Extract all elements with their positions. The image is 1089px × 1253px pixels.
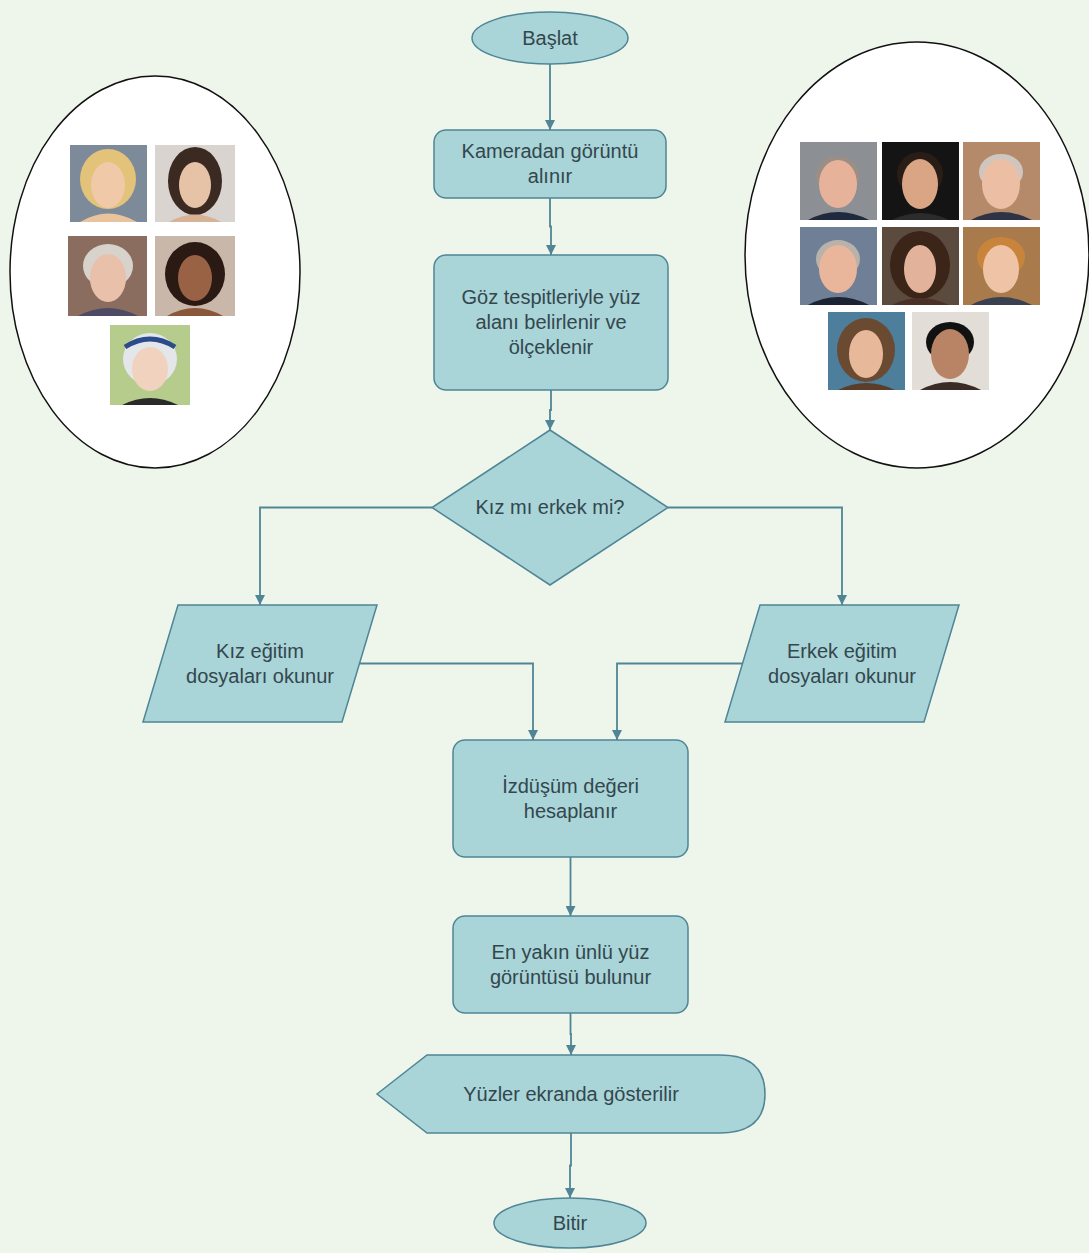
node-text-group: İzdüşüm değeri hesaplanır [471,774,670,824]
face-photo [882,227,959,305]
face-photo [800,142,877,220]
terminal-ellipse: Bitir [494,1198,646,1248]
node-outline [453,740,688,857]
face-photo [963,142,1040,220]
flow-arrow [570,1133,571,1198]
face-photo [70,145,147,222]
face-photo [800,227,877,305]
flow-arrow [360,664,533,741]
node-label: Başlat [486,26,614,51]
flow-arrow [570,857,572,916]
node-label: Göz tespitleriyle yüz alanı belirlenir v… [444,285,658,360]
node-shape [725,605,959,722]
flow-arrow [260,508,432,606]
node-text-group: Göz tespitleriyle yüz alanı belirlenir v… [444,285,658,360]
process-box: En yakın ünlü yüz görüntüsü bulunur [453,916,688,1013]
face-photo [110,325,190,405]
node-outline [472,12,628,64]
node-shape [143,605,377,722]
process-box: İzdüşüm değeri hesaplanır [453,740,688,857]
flow-arrow [549,64,551,130]
process-box: Göz tespitleriyle yüz alanı belirlenir v… [434,255,668,390]
data-parallelogram: Kız eğitim dosyaları okunur [143,605,377,722]
node-outline [377,1055,765,1133]
node-label: Yüzler ekranda gösterilir [427,1082,715,1107]
flow-arrow [617,664,742,741]
node-text-group: En yakın ünlü yüz görüntüsü bulunur [471,940,670,990]
node-label: Bitir [508,1211,632,1236]
node-label: Kameradan görüntü alınır [448,139,652,189]
face-photo [912,312,989,390]
node-label: En yakın ünlü yüz görüntüsü bulunur [471,940,670,990]
female-photo-circle [10,76,300,468]
flow-arrow [570,1013,572,1055]
node-outline [725,605,959,722]
decision-diamond: Kız mı erkek mi? [432,430,668,585]
node-shape [453,740,688,857]
male-photo-circle [745,42,1089,468]
node-label: Erkek eğitim dosyaları okunur [761,639,923,689]
node-outline [434,255,668,390]
node-outline [432,430,668,585]
face-photo [155,236,235,316]
node-label: İzdüşüm değeri hesaplanır [471,774,670,824]
data-parallelogram: Erkek eğitim dosyaları okunur [725,605,959,722]
node-outline [434,130,666,198]
node-text-group: Kameradan görüntü alınır [448,139,652,189]
node-outline [453,916,688,1013]
node-text-group: Başlat [486,26,614,51]
flow-arrow [550,198,551,255]
node-outline [143,605,377,722]
node-outline [494,1198,646,1248]
node-text-group: Bitir [508,1211,632,1236]
node-text-group: Kız eğitim dosyaları okunur [179,639,341,689]
terminal-ellipse: Başlat [472,12,628,64]
process-box: Kameradan görüntü alınır [434,130,666,198]
face-photo [68,236,147,316]
face-photo [155,145,235,222]
node-shape [453,916,688,1013]
flow-arrow [668,508,842,606]
node-text-group: Erkek eğitim dosyaları okunur [761,639,923,689]
node-text-group: Kız mı erkek mi? [468,495,632,520]
display-shape: Yüzler ekranda gösterilir [377,1055,765,1133]
face-photo [828,312,905,390]
face-photo [963,227,1040,305]
face-photo [882,142,959,220]
node-text-group: Yüzler ekranda gösterilir [427,1082,715,1107]
flow-arrow [550,390,551,430]
node-label: Kız mı erkek mi? [468,495,632,520]
node-label: Kız eğitim dosyaları okunur [179,639,341,689]
